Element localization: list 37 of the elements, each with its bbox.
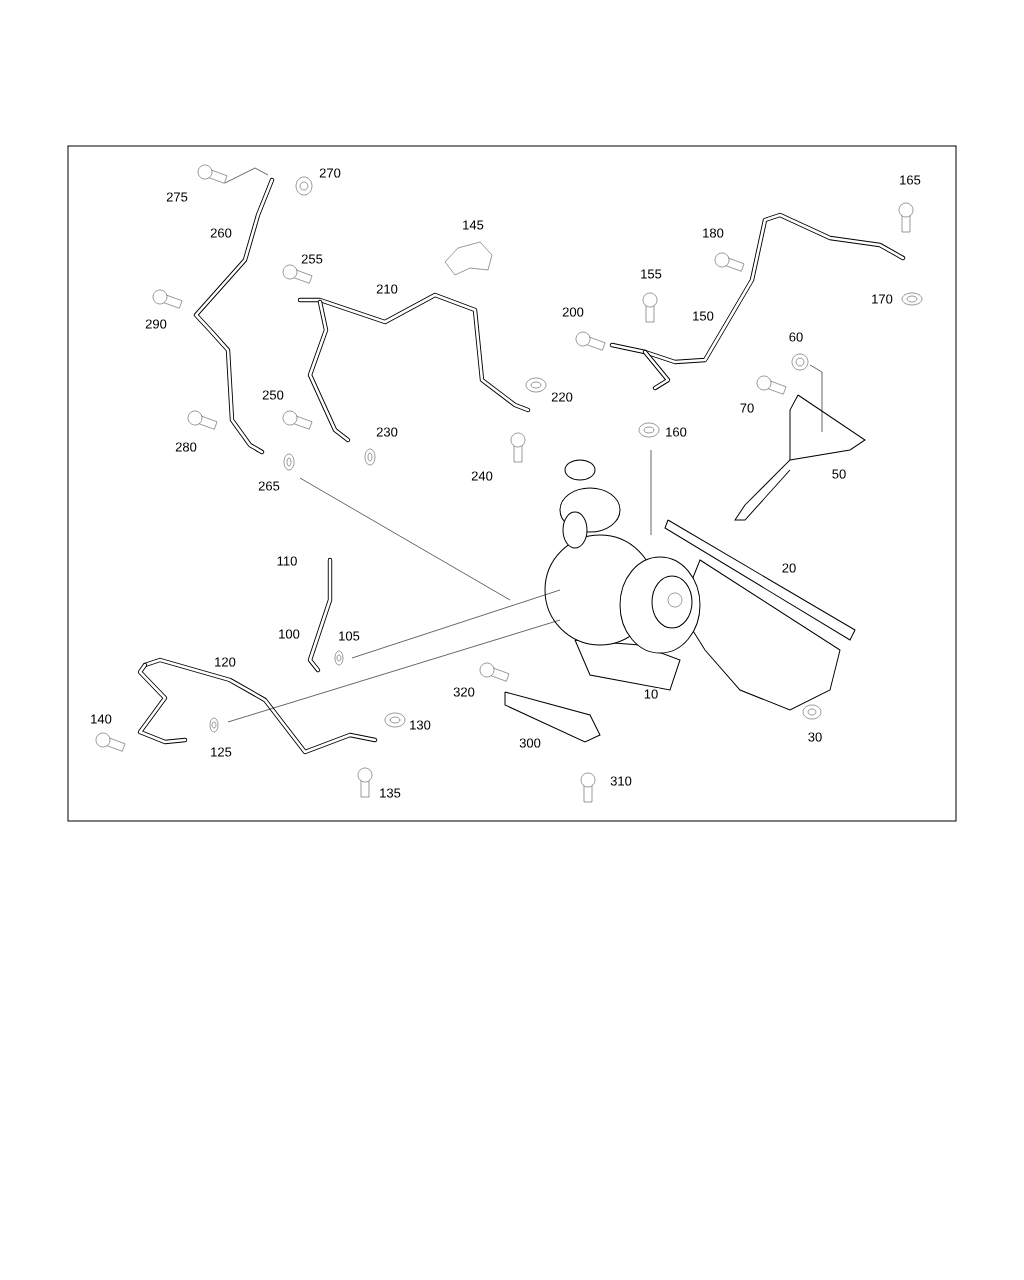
callout-number: 270 bbox=[318, 167, 342, 179]
callout-number: 290 bbox=[144, 318, 168, 330]
callout-number: 70 bbox=[738, 402, 756, 414]
callout-number: 260 bbox=[209, 227, 233, 239]
callout-number: 220 bbox=[550, 391, 574, 403]
callout-number: 180 bbox=[701, 227, 725, 239]
callout-number: 280 bbox=[174, 441, 198, 453]
callout-number: 320 bbox=[452, 686, 476, 698]
callout-number: 145 bbox=[461, 219, 485, 231]
callout-number: 170 bbox=[870, 293, 894, 305]
callout-number: 140 bbox=[89, 713, 113, 725]
callout-number: 210 bbox=[375, 283, 399, 295]
callout-number: 135 bbox=[378, 787, 402, 799]
callout-number: 255 bbox=[300, 253, 324, 265]
callout-number: 105 bbox=[337, 630, 361, 642]
callout-number: 200 bbox=[561, 306, 585, 318]
callout-number: 120 bbox=[213, 656, 237, 668]
callout-number: 30 bbox=[806, 731, 824, 743]
callout-number: 130 bbox=[408, 719, 432, 731]
callout-number: 60 bbox=[787, 331, 805, 343]
callout-number: 125 bbox=[209, 746, 233, 758]
callout-number: 165 bbox=[898, 174, 922, 186]
callout-number: 150 bbox=[691, 310, 715, 322]
callout-number: 100 bbox=[277, 628, 301, 640]
callout-number: 265 bbox=[257, 480, 281, 492]
callout-number: 300 bbox=[518, 737, 542, 749]
callout-number: 230 bbox=[375, 426, 399, 438]
callout-number: 310 bbox=[609, 775, 633, 787]
callout-number: 50 bbox=[830, 468, 848, 480]
callout-number: 20 bbox=[780, 562, 798, 574]
callout-number: 10 bbox=[642, 688, 660, 700]
callout-number: 160 bbox=[664, 426, 688, 438]
callout-number: 250 bbox=[261, 389, 285, 401]
callout-number: 110 bbox=[275, 555, 299, 567]
callout-number: 155 bbox=[639, 268, 663, 280]
callout-number: 240 bbox=[470, 470, 494, 482]
callout-number: 275 bbox=[165, 191, 189, 203]
